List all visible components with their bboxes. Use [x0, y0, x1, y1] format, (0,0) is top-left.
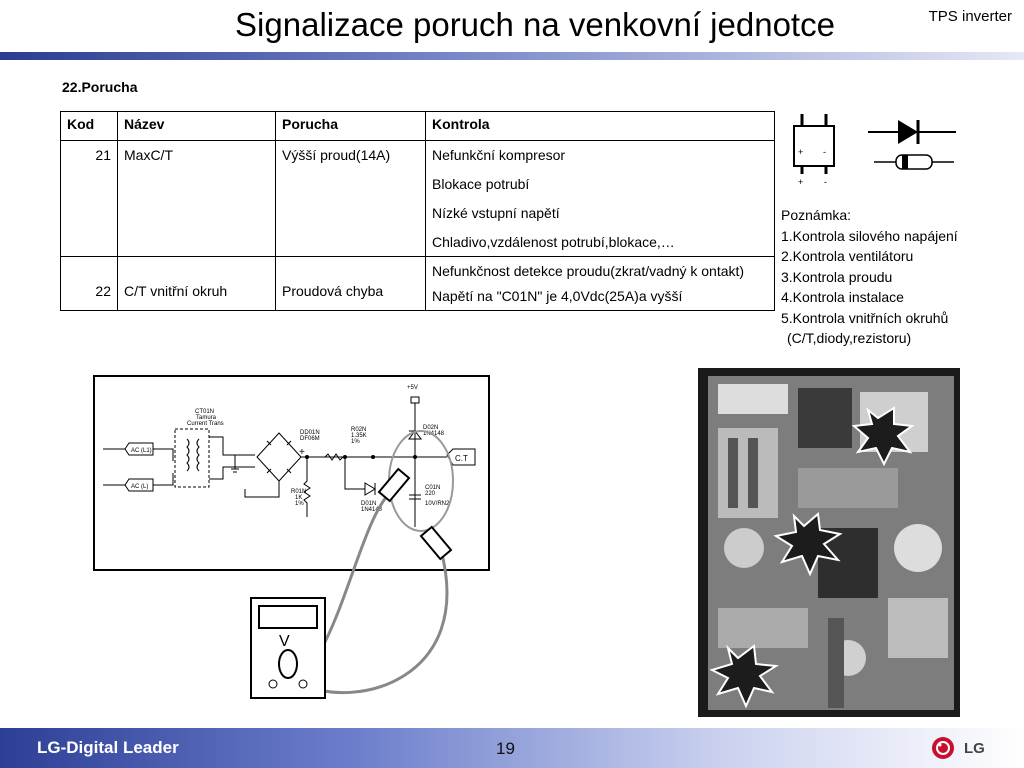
note-item: 1.Kontrola silového napájení [781, 227, 958, 244]
page-number: 19 [496, 739, 515, 758]
svg-text:1.35K: 1.35K [351, 433, 367, 439]
svg-text:D01N: D01N [361, 501, 376, 507]
plus-sign: + [798, 147, 803, 157]
svg-text:220: 220 [425, 491, 436, 497]
cell-fault: Výšší proud(14A) [275, 140, 426, 257]
svg-text:Current Trans: Current Trans [187, 421, 224, 427]
notes-title: Poznámka: [781, 207, 852, 223]
col-header-fault: Porucha [275, 111, 426, 141]
probe-red-icon [377, 467, 411, 503]
capacitor-c01: C01N 220 10V/RN2 [409, 485, 450, 507]
svg-text:R01N: R01N [291, 489, 306, 495]
col-header-name: Název [117, 111, 276, 141]
svg-text:1N4148: 1N4148 [361, 507, 383, 513]
bridge-rectifier-icon: + - + - [793, 114, 835, 187]
svg-text:R02N: R02N [351, 427, 366, 433]
footer-brand-text: LG-Digital Leader [37, 738, 179, 757]
svg-text:1K: 1K [295, 495, 302, 501]
table-row: 21 MaxC/T Výšší proud(14A) Nefunkční kom… [60, 140, 775, 257]
resistor-r01: R01N 1K 1% [291, 457, 311, 517]
cell-checks: Nefunkční kompresor Blokace potrubí Nízk… [425, 140, 775, 257]
pcb-photo [698, 368, 960, 717]
notes-box: Poznámka: 1.Kontrola silového napájení 2… [781, 205, 958, 349]
svg-text:CT01N: CT01N [195, 409, 214, 415]
slide-title: Signalizace poruch na venkovní jednotce [235, 6, 835, 43]
current-transformer: CT01N Tamura Current Trans [174, 409, 224, 488]
check-item: Napětí na "C01N" je 4,0Vdc(25A)a vyšší [432, 288, 683, 304]
diode-part-icon [874, 154, 954, 170]
multimeter-icon: V [250, 597, 326, 699]
burn-mark-icon [709, 644, 780, 709]
svg-text:AC (L1): AC (L1) [131, 448, 152, 454]
svg-text:Tamura: Tamura [196, 415, 217, 421]
svg-text:DF06M: DF06M [300, 436, 320, 442]
svg-text:D02N: D02N [423, 425, 438, 431]
multimeter-illustration: V [250, 467, 453, 699]
svg-text:1%: 1% [351, 439, 360, 445]
cell-fault: Proudová chyba [275, 256, 426, 311]
minus-sign: - [823, 147, 826, 157]
table-row: 22 C/T vnitřní okruh Proudová chyba Nefu… [60, 256, 775, 311]
slide-tag: TPS inverter [928, 8, 1012, 25]
plus-sign: + [798, 177, 803, 187]
note-item: (C/T,diody,rezistoru) [787, 330, 912, 346]
minus-sign: - [824, 177, 827, 187]
table-header-row: Kod Název Porucha Kontrola [60, 111, 775, 141]
diode-symbol-icon [868, 120, 956, 144]
component-symbols: + - + - [793, 114, 956, 187]
note-item: 5.Kontrola vnitřních okruhů [781, 309, 949, 326]
cell-code: 22 [60, 256, 118, 311]
circuit-schematic-frame [93, 375, 490, 571]
circuit-schematic: AC (L1) AC (L) CT01N Tamura Current Tran… [103, 385, 476, 532]
check-item: Blokace potrubí [432, 176, 530, 192]
burn-mark-icon [851, 406, 915, 467]
svg-text:+5V: +5V [407, 385, 418, 391]
col-header-code: Kod [60, 111, 118, 141]
lg-logo-text: LG [964, 740, 985, 757]
check-item: Nefunkčnost detekce proudu(zkrat/vadný k… [432, 263, 745, 279]
vcc-label: +5V [407, 385, 420, 404]
svg-text:C.T: C.T [455, 454, 468, 463]
cell-code: 21 [60, 140, 118, 257]
probe-black-icon [419, 525, 453, 561]
burn-mark-icon [773, 512, 843, 577]
cell-name: MaxC/T [117, 140, 276, 257]
cell-name: C/T vnitřní okruh [117, 256, 276, 311]
section-title: 22.Porucha [62, 79, 138, 95]
ac-input-l: AC (L) [124, 478, 154, 492]
footer-bar [0, 728, 1024, 768]
title-rule [0, 52, 1024, 60]
pcb-photo-image [698, 368, 960, 717]
svg-text:C01N: C01N [425, 485, 440, 491]
check-item: Nízké vstupní napětí [432, 205, 560, 221]
svg-text:AC (L): AC (L) [131, 484, 148, 490]
cell-checks: Nefunkčnost detekce proudu(zkrat/vadný k… [425, 256, 775, 311]
svg-text:10V/RN2: 10V/RN2 [425, 501, 450, 507]
ac-input-l1: AC (L1) [124, 442, 154, 456]
note-item: 2.Kontrola ventilátoru [781, 248, 914, 264]
check-item: Nefunkční kompresor [432, 147, 566, 163]
error-table: Kod Název Porucha Kontrola 21 MaxC/T Výš… [60, 111, 775, 311]
svg-text:DD01N: DD01N [300, 430, 320, 436]
diode-d01: D01N 1N4148 [344, 457, 383, 513]
lg-logo-icon [932, 737, 954, 759]
note-item: 3.Kontrola proudu [781, 268, 893, 285]
svg-text:+: + [299, 447, 305, 458]
check-item: Chladivo,vzdálenost potrubí,blokace,… [432, 234, 675, 250]
meter-mode-label: V [279, 633, 290, 650]
note-item: 4.Kontrola instalace [781, 289, 904, 305]
resistor-r02: R02N 1.35K 1% [324, 427, 367, 461]
col-header-check: Kontrola [425, 111, 775, 141]
svg-text:1%: 1% [295, 501, 304, 507]
